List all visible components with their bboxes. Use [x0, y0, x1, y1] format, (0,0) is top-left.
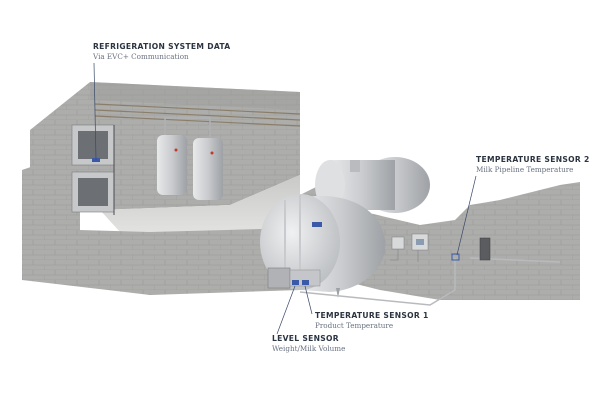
temp-sensor-1-marker [302, 280, 309, 285]
callout-title: REFRIGERATION SYSTEM DATA [93, 42, 231, 51]
level-sensor-marker [292, 280, 299, 285]
front-tank [260, 194, 386, 298]
temp-sensor-2-marker [451, 253, 460, 261]
callout-subtitle: Weight/Milk Volume [272, 343, 346, 353]
callout-temperature-sensor-1: TEMPERATURE SENSOR 1 Product Temperature [315, 311, 429, 330]
callout-subtitle: Product Temperature [315, 320, 394, 330]
leader-lines [93, 62, 477, 335]
callout-subtitle: Via EVC+ Communication [93, 51, 189, 61]
milk-pipeline [299, 237, 561, 306]
callout-level-sensor: LEVEL SENSOR Weight/Milk Volume [272, 334, 346, 353]
control-panels [390, 233, 429, 262]
leader-line-temp-sensor-1 [304, 285, 313, 315]
callout-temperature-sensor-2: TEMPERATURE SENSOR 2 Milk Pipeline Tempe… [476, 155, 590, 174]
callout-refrigeration-system: REFRIGERATION SYSTEM DATA Via EVC+ Commu… [93, 42, 231, 61]
callout-subtitle: Milk Pipeline Temperature [476, 164, 574, 174]
leader-line-level-sensor [276, 285, 296, 335]
callout-title: TEMPERATURE SENSOR 1 [315, 311, 429, 320]
water-heaters [157, 117, 223, 200]
callout-title: TEMPERATURE SENSOR 2 [476, 155, 590, 164]
condensing-units [71, 124, 115, 215]
leader-line-temp-sensor-2 [456, 175, 477, 256]
leader-line-refrigeration [93, 62, 97, 161]
callout-title: LEVEL SENSOR [272, 334, 339, 343]
